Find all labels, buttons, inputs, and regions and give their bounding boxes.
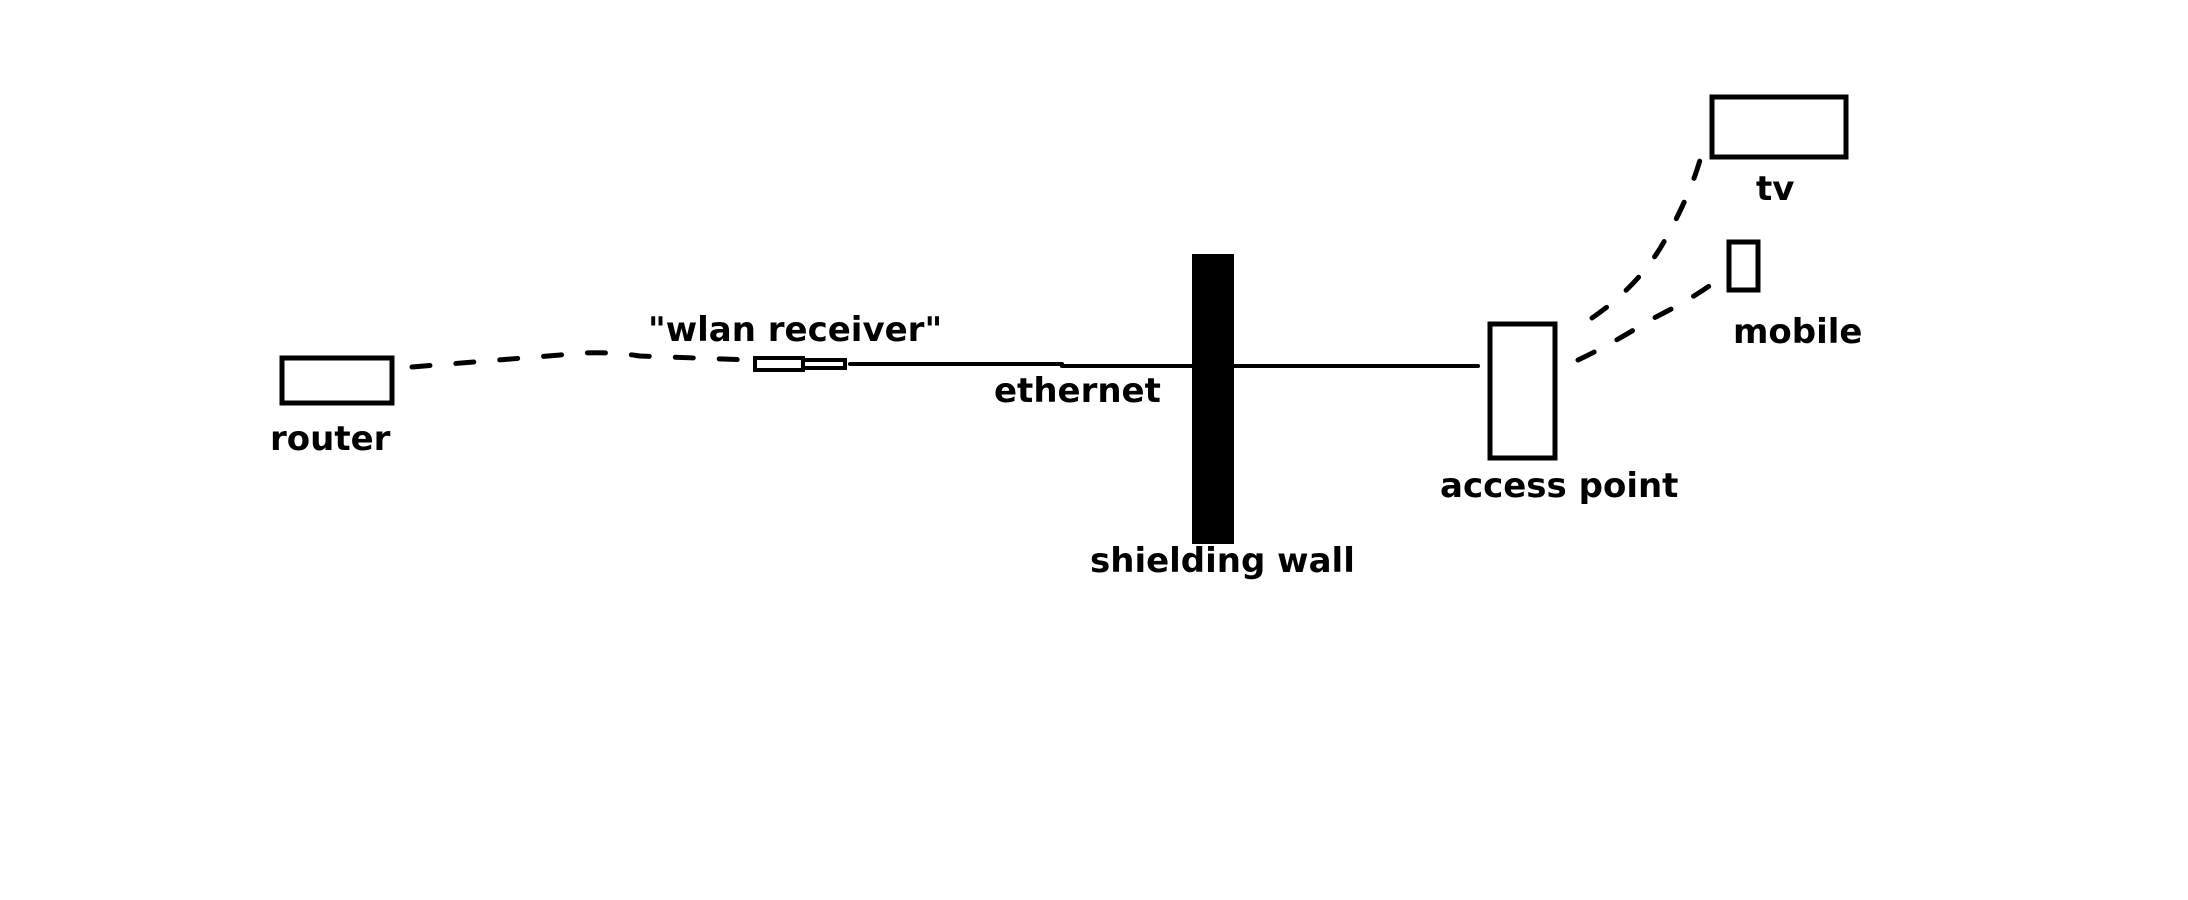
wlan-receiver-label: "wlan receiver" <box>648 310 942 350</box>
shielding-wall <box>1192 254 1234 544</box>
ethernet-label: ethernet <box>994 371 1161 411</box>
wireless-link-ap-tv <box>1589 157 1703 321</box>
shielding-wall-label: shielding wall <box>1090 541 1355 581</box>
mobile-box <box>1726 239 1761 293</box>
wireless-link-router-receiver <box>409 350 753 370</box>
wlan-receiver-plug <box>801 358 847 370</box>
access-point-box <box>1487 321 1558 461</box>
wlan-receiver-body <box>753 356 805 372</box>
router-label: router <box>270 419 391 459</box>
mobile-label: mobile <box>1733 312 1863 352</box>
wireless-link-ap-mobile <box>1575 281 1715 363</box>
router-box <box>279 355 395 406</box>
tv-box <box>1709 94 1849 160</box>
tv-label: tv <box>1756 169 1794 209</box>
access-point-label: access point <box>1440 466 1678 506</box>
